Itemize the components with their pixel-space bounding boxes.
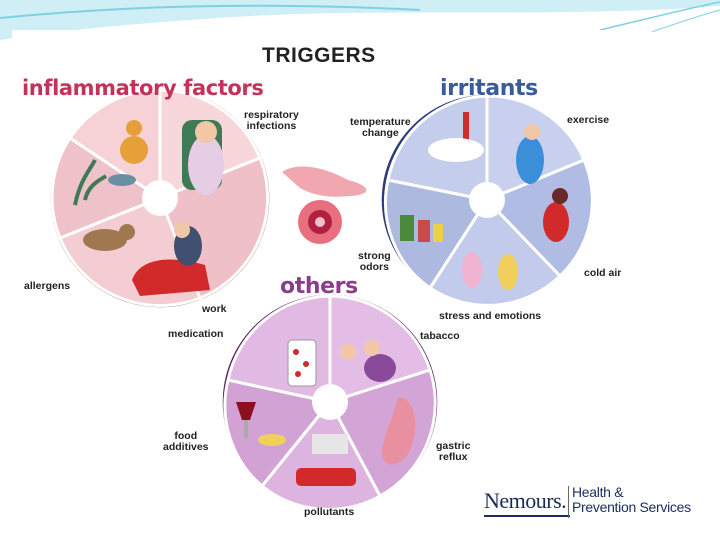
section-title-others: others bbox=[280, 274, 358, 299]
car-factory-illustration bbox=[296, 434, 356, 486]
nemours-logo: Nemours. Health & Prevention Services bbox=[484, 484, 694, 524]
section-title-irritants: irritants bbox=[440, 76, 538, 101]
section-title-inflammatory: inflammatory factors bbox=[22, 76, 264, 100]
smokers-illustration bbox=[340, 340, 396, 382]
logo-services: Health & Prevention Services bbox=[572, 484, 691, 515]
label-temperature-change: temperature change bbox=[350, 116, 411, 140]
wheel-others bbox=[222, 294, 438, 511]
label-allergens: allergens bbox=[24, 280, 71, 292]
header-swoosh-decoration bbox=[0, 0, 720, 40]
cleaning-products-illustration bbox=[400, 215, 443, 242]
logo-divider bbox=[568, 486, 569, 518]
plant-illustration bbox=[73, 159, 136, 206]
runner-illustration bbox=[516, 124, 544, 184]
label-cold-air: cold air bbox=[584, 267, 622, 279]
pill-bottle-illustration bbox=[287, 339, 317, 387]
stomach-illustration bbox=[381, 397, 416, 465]
diagram-title: TRIGGERS bbox=[262, 44, 376, 67]
cat-illustration bbox=[120, 120, 148, 164]
label-work: work bbox=[202, 303, 227, 315]
label-medication: medication bbox=[168, 328, 224, 340]
airway-illustration bbox=[282, 166, 367, 244]
label-stress-emotions: stress and emotions bbox=[439, 310, 542, 322]
stressed-people-illustration bbox=[462, 252, 518, 290]
logo-underline bbox=[484, 515, 570, 517]
label-respiratory-infections: respiratory infections bbox=[244, 109, 299, 133]
dog-illustration bbox=[83, 224, 135, 251]
label-exercise: exercise bbox=[567, 114, 610, 126]
label-strong-odors: strong odors bbox=[358, 250, 391, 274]
logo-brand-name: Nemours. bbox=[484, 488, 567, 513]
label-food-additives: food additives bbox=[163, 430, 209, 454]
wheel-irritants bbox=[381, 94, 594, 307]
cold-person-illustration bbox=[543, 188, 569, 242]
thermometer-cloud-illustration bbox=[428, 112, 484, 162]
label-pollutants: pollutants bbox=[304, 506, 355, 518]
wine-food-illustration bbox=[236, 402, 286, 446]
label-gastric-reflux: gastric reflux bbox=[436, 440, 471, 464]
label-tabacco: tabacco bbox=[420, 330, 460, 342]
worker-illustration bbox=[132, 222, 210, 296]
wheel-inflammatory bbox=[50, 88, 270, 308]
sick-person-illustration bbox=[182, 120, 224, 195]
